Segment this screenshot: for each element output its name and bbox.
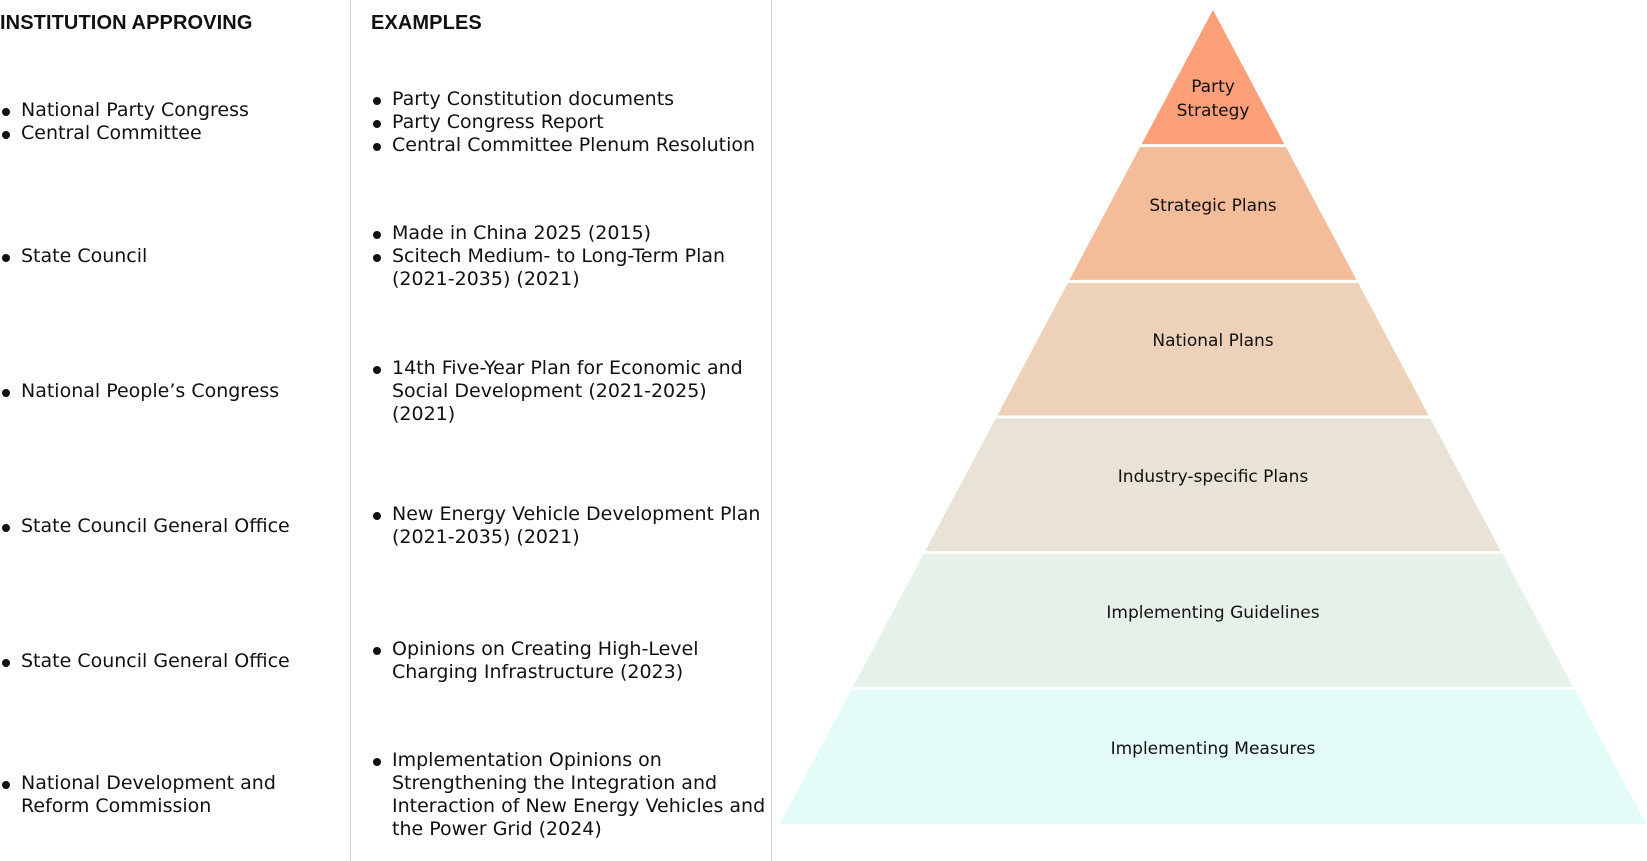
pyramid-layer-label: National Plans <box>1152 331 1274 352</box>
institution-item: National Development and Reform Commissi… <box>0 772 340 818</box>
institution-list: National Development and Reform Commissi… <box>0 772 340 818</box>
institution-list: National People’s Congress <box>0 380 279 403</box>
pyramid-layer-label: Implementing Measures <box>1110 738 1316 759</box>
institution-cell: National Development and Reform Commissi… <box>0 772 340 818</box>
column-divider <box>350 0 351 861</box>
institution-cell: State Council General Office <box>0 650 340 673</box>
column-divider <box>771 0 772 861</box>
example-item: Implementation Opinions on Strengthening… <box>371 749 771 841</box>
institution-item: State Council <box>0 245 147 268</box>
examples-cell: New Energy Vehicle Development Plan (202… <box>371 503 771 549</box>
examples-cell: Made in China 2025 (2015)Scitech Medium-… <box>371 222 771 291</box>
institution-item: National People’s Congress <box>0 380 279 403</box>
institution-cell: State Council <box>0 245 340 268</box>
institution-cell: State Council General Office <box>0 515 340 538</box>
institution-list: State Council General Office <box>0 515 290 538</box>
example-item: Central Committee Plenum Resolution <box>371 134 755 157</box>
examples-cell: Opinions on Creating High-Level Charging… <box>371 638 771 684</box>
pyramid-layer <box>997 282 1429 416</box>
example-item: New Energy Vehicle Development Plan (202… <box>371 503 771 549</box>
example-item: Opinions on Creating High-Level Charging… <box>371 638 771 684</box>
pyramid-layer <box>1069 147 1357 280</box>
pyramid-layer <box>1141 10 1285 145</box>
examples-list: Implementation Opinions on Strengthening… <box>371 749 771 841</box>
examples-cell: 14th Five-Year Plan for Economic and Soc… <box>371 357 771 426</box>
example-item: 14th Five-Year Plan for Economic and Soc… <box>371 357 771 426</box>
institution-item: State Council General Office <box>0 515 290 538</box>
examples-list: 14th Five-Year Plan for Economic and Soc… <box>371 357 771 426</box>
example-item: Scitech Medium- to Long-Term Plan (2021-… <box>371 245 771 291</box>
example-item: Party Constitution documents <box>371 88 755 111</box>
institution-item: Central Committee <box>0 122 249 145</box>
examples-header: EXAMPLES <box>371 12 482 34</box>
example-item: Party Congress Report <box>371 111 755 134</box>
institution-list: State Council General Office <box>0 650 290 673</box>
pyramid-layer <box>852 554 1574 687</box>
institution-item: State Council General Office <box>0 650 290 673</box>
pyramid-layer <box>780 689 1646 824</box>
examples-list: Made in China 2025 (2015)Scitech Medium-… <box>371 222 771 291</box>
institution-header: INSTITUTION APPROVING <box>0 12 253 34</box>
institution-cell: National People’s Congress <box>0 380 340 403</box>
pyramid-layer-label: Strategic Plans <box>1149 195 1277 216</box>
examples-list: Opinions on Creating High-Level Charging… <box>371 638 771 684</box>
examples-list: New Energy Vehicle Development Plan (202… <box>371 503 771 549</box>
examples-cell: Implementation Opinions on Strengthening… <box>371 749 771 841</box>
pyramid-layer-label: Party Strategy <box>1176 77 1250 122</box>
example-item: Made in China 2025 (2015) <box>371 222 771 245</box>
pyramid-layer-label: Implementing Guidelines <box>1106 602 1320 623</box>
institution-item: National Party Congress <box>0 99 249 122</box>
pyramid-layer-label: Industry-specific Plans <box>1117 466 1309 487</box>
institution-list: State Council <box>0 245 147 268</box>
pyramid-layer <box>925 418 1501 552</box>
